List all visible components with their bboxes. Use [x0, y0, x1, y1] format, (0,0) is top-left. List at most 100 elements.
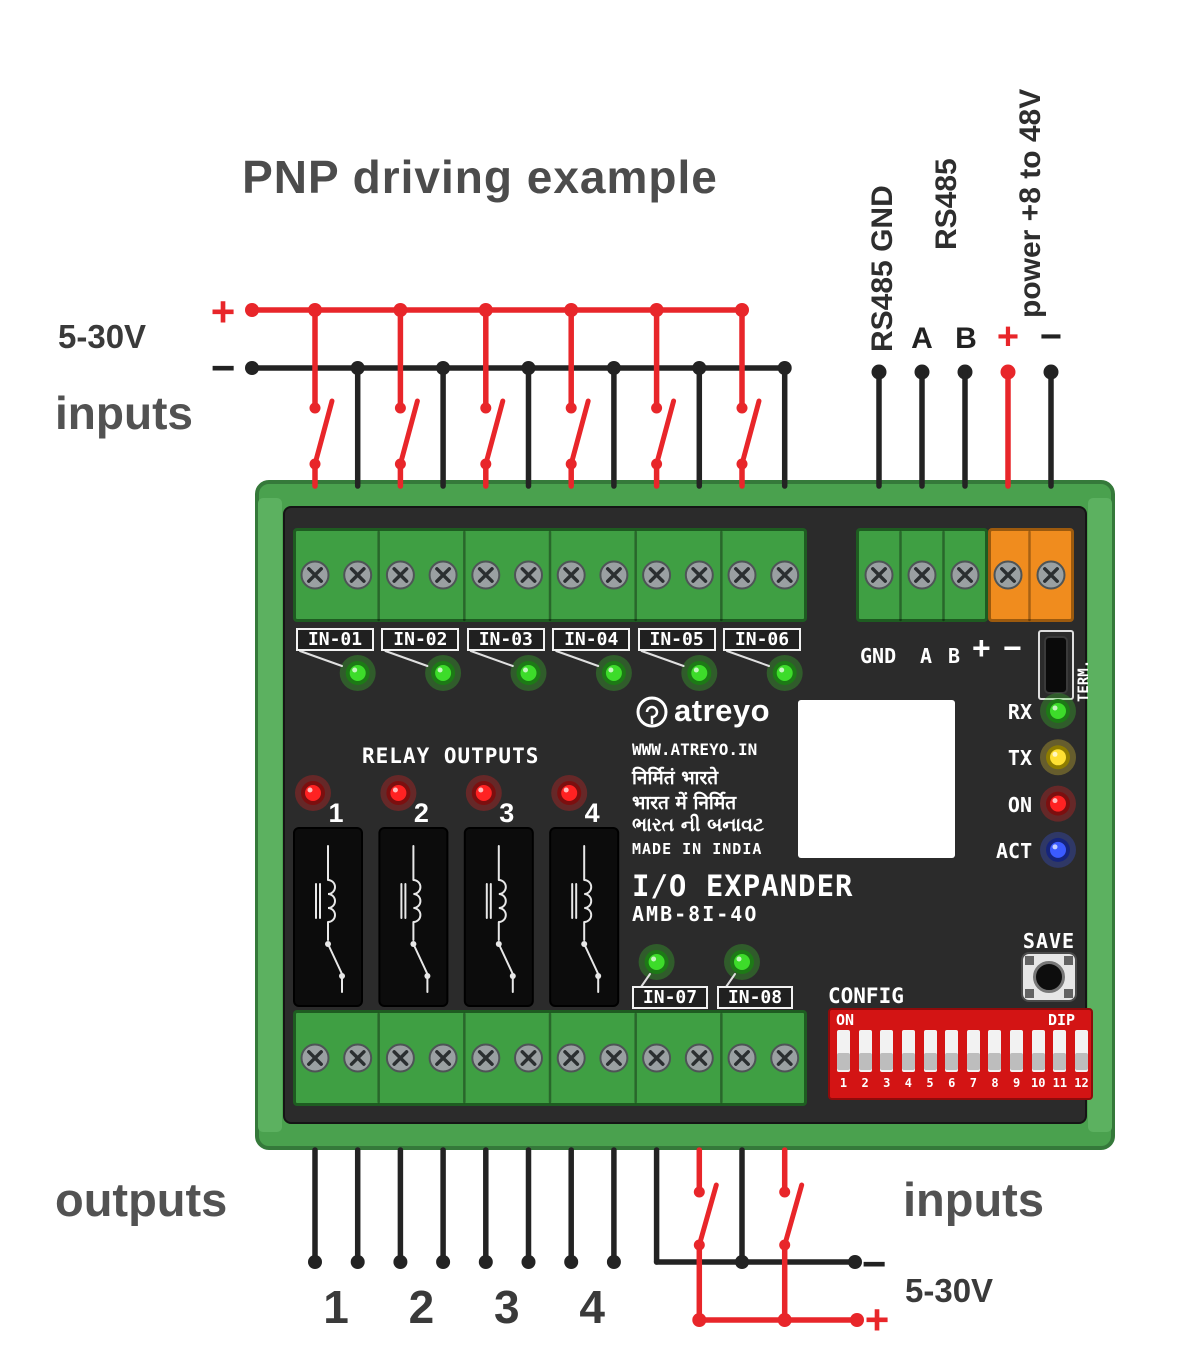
supply-voltage-top: 5-30V	[58, 318, 147, 355]
junction-dot	[777, 1313, 792, 1327]
dip-switch-slider	[901, 1053, 915, 1070]
relay-outputs-title: RELAY OUTPUTS	[362, 744, 540, 768]
junction-dot	[735, 303, 749, 317]
output-number: 1	[323, 1281, 349, 1333]
dip-switch-slider	[1075, 1053, 1089, 1070]
junction-dot	[848, 1255, 862, 1269]
switch-blade	[696, 1182, 719, 1248]
switch-blade	[483, 398, 506, 467]
junction-dot	[393, 1255, 408, 1269]
junction-dot	[478, 1255, 493, 1269]
dip-switch-number: 9	[1012, 1076, 1021, 1090]
termination-label: TERM.	[1076, 659, 1092, 702]
switch-contact	[480, 458, 492, 470]
input-label-in-02: IN-02	[381, 628, 460, 651]
brand-made-in-india: MADE IN INDIA	[632, 840, 763, 858]
input-label-in-06: IN-06	[723, 628, 801, 651]
switch-contact	[736, 458, 748, 470]
label-area	[798, 700, 955, 858]
button-pin	[1025, 956, 1034, 965]
input-label-in-04: IN-04	[552, 628, 631, 651]
switch-contact	[693, 1239, 705, 1251]
dip-switch-slider	[966, 1053, 980, 1070]
dip-switch-number: 3	[883, 1076, 891, 1090]
button-pin	[1064, 956, 1073, 965]
dip-switch-number: 8	[991, 1076, 999, 1090]
status-label-tx: TX	[1007, 746, 1032, 771]
junction-dot	[564, 1255, 579, 1269]
dip-switch-number: 5	[926, 1076, 934, 1090]
relay-number: 1	[328, 798, 344, 828]
status-label-act: ACT	[996, 838, 1033, 863]
din-clip-left	[258, 498, 282, 1132]
junction-dot	[957, 364, 973, 380]
relay-number: 3	[499, 798, 515, 828]
junction-dot	[350, 361, 365, 375]
dip-switch-number: 2	[861, 1076, 869, 1090]
junction-dot	[521, 1255, 536, 1269]
junction-dot	[649, 303, 664, 317]
plus-symbol-bottom: +	[864, 1296, 890, 1343]
dip-switch-slider	[858, 1053, 872, 1070]
switch-blade	[782, 1182, 805, 1248]
brand-logo-text: atreyo	[674, 693, 771, 728]
diagram-title: PNP driving example	[242, 151, 718, 203]
switch-blade	[312, 398, 335, 467]
input-label-in-08: IN-08	[717, 986, 793, 1009]
switch-blade	[654, 398, 677, 467]
switch-contact	[736, 402, 748, 414]
brand-made-line2: भारत में निर्मित	[632, 792, 737, 814]
dip-switch-number: 1	[839, 1076, 848, 1090]
product-model: AMB-8I-4O	[632, 902, 759, 926]
dip-dip-label: DIP	[1048, 1011, 1076, 1029]
dip-switch-slider	[1053, 1053, 1067, 1070]
dip-switch-slider	[945, 1053, 959, 1070]
junction-dot	[393, 303, 408, 317]
junction-dot	[850, 1313, 864, 1327]
inputs-section-label-bottom: inputs	[903, 1173, 1044, 1226]
junction-dot	[606, 361, 621, 375]
junction-dot	[692, 1313, 707, 1327]
config-label: CONFIG	[828, 984, 904, 1008]
comm-minus-label: −	[1003, 630, 1022, 666]
status-label-on: ON	[1007, 792, 1032, 817]
brand-website: WWW.ATREYO.IN	[632, 740, 758, 759]
terminal-block-rs485	[856, 528, 988, 622]
junction-dot	[245, 303, 259, 317]
power-label: power +8 to 48V	[1014, 88, 1047, 318]
output-number: 3	[494, 1281, 520, 1333]
comm-a-label: A	[920, 644, 933, 668]
outputs-section-label: outputs	[55, 1173, 228, 1226]
product-name: I/O EXPANDER	[632, 869, 854, 903]
junction-dot	[478, 303, 493, 317]
dip-on-label: ON	[836, 1011, 855, 1029]
minus-symbol-top: −	[210, 344, 236, 391]
switch-contact	[309, 402, 321, 414]
junction-dot	[777, 361, 792, 375]
switch-contact	[565, 402, 577, 414]
switch-contact	[480, 402, 492, 414]
dip-switch-slider	[988, 1053, 1002, 1070]
relay-number: 2	[413, 798, 429, 828]
dip-switch-block	[828, 1008, 1093, 1100]
comm-b-label: B	[948, 644, 961, 668]
terminal-block-power	[988, 528, 1074, 622]
output-number: 4	[579, 1281, 605, 1333]
save-label: SAVE	[1022, 929, 1076, 953]
input-label-in-01: IN-01	[296, 628, 374, 651]
pin-label-b: B	[955, 322, 977, 355]
relay-number: 4	[584, 798, 600, 828]
brand-made-line3: ભારત ની બનાવટ	[632, 814, 765, 836]
switch-contact	[693, 1186, 705, 1198]
button-pin	[1025, 989, 1034, 998]
dip-switch-slider	[837, 1053, 850, 1070]
junction-dot	[1000, 364, 1016, 380]
dip-switch-slider	[1031, 1053, 1045, 1070]
junction-dot	[564, 303, 579, 317]
junction-dot	[350, 1255, 365, 1269]
switch-contact	[779, 1239, 791, 1251]
input-label-in-05: IN-05	[637, 628, 716, 651]
termination-jumper	[1044, 636, 1068, 694]
pin-label-a: A	[911, 322, 933, 355]
